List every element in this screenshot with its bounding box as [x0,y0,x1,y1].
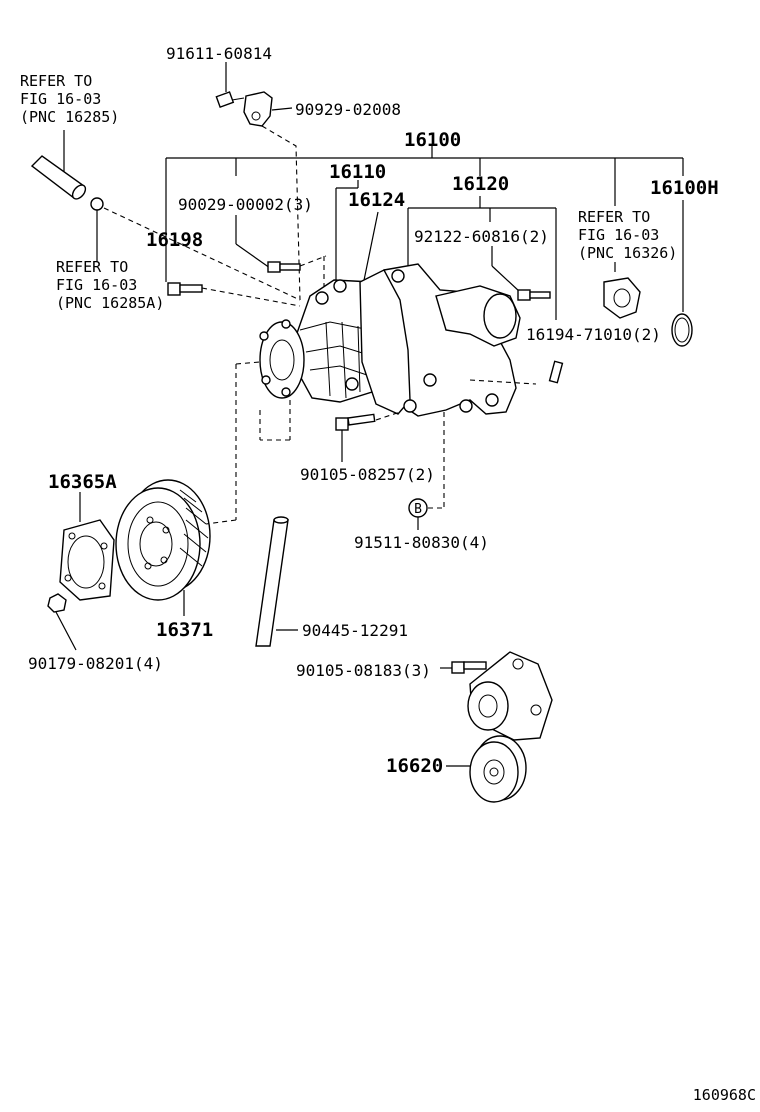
stud-16194 [548,360,564,384]
tensioner-16620 [440,651,553,803]
label-16100H: 16100H [650,177,719,199]
housing-16120 [359,263,537,417]
label-90179-08201: 90179-08201(4) [28,654,163,673]
gasket-16326 [603,262,641,319]
bolt-91611 [215,62,245,108]
ref1-line3: (PNC 16285) [20,108,119,126]
label-16371: 16371 [156,619,213,641]
marker-b-text: B [414,502,422,517]
ref2-line2: FIG 16-03 [56,276,137,294]
ref3-line2: FIG 16-03 [578,226,659,244]
hose-clamp [90,197,301,301]
label-91511-80830: 91511-80830(4) [354,533,489,552]
assembly-bracket-16100 [165,146,684,312]
figure-id: 160968C [693,1086,756,1104]
label-16198: 16198 [146,229,203,251]
label-90105-08257: 90105-08257(2) [300,465,435,484]
label-90929-02008: 90929-02008 [295,100,401,119]
label-16120: 16120 [452,173,509,195]
label-90445-12291: 90445-12291 [302,621,408,640]
pulley-16371 [115,479,237,616]
label-16620: 16620 [386,755,443,777]
bolt-90105-08257 [335,411,401,462]
ref3-line3: (PNC 16326) [578,244,677,262]
o-ring-16100H [671,313,693,347]
bolt-90029 [235,215,327,300]
label-16194-71010: 16194-71010(2) [526,325,661,344]
ref2-line3: (PNC 16285A) [56,294,164,312]
bolt-92122 [517,289,551,301]
label-16124: 16124 [348,189,405,211]
label-92122-60816: 92122-60816(2) [414,227,549,246]
bolt-16198-side [167,282,301,307]
label-16100: 16100 [404,129,461,151]
bracket-90929 [243,91,301,301]
label-16365A: 16365A [48,471,117,493]
label-16110: 16110 [329,161,386,183]
labels: 91611-60814 90929-02008 REFER TO FIG 16-… [20,44,756,1104]
pipe-90445 [255,400,298,647]
hose-16198 [30,130,87,200]
ref1-line2: FIG 16-03 [20,90,101,108]
gasket-16365A [59,492,115,601]
label-90029-00002: 90029-00002(3) [178,195,313,214]
label-90105-08183: 90105-08183(3) [296,661,431,680]
nut-90179 [47,593,77,651]
marker-b: B [408,412,445,530]
bracket-16110 [335,180,379,291]
ref3-line1: REFER TO [578,208,650,226]
label-91611-60814: 91611-60814 [166,44,272,63]
ref1-line1: REFER TO [20,72,92,90]
ref2-line1: REFER TO [56,258,128,276]
